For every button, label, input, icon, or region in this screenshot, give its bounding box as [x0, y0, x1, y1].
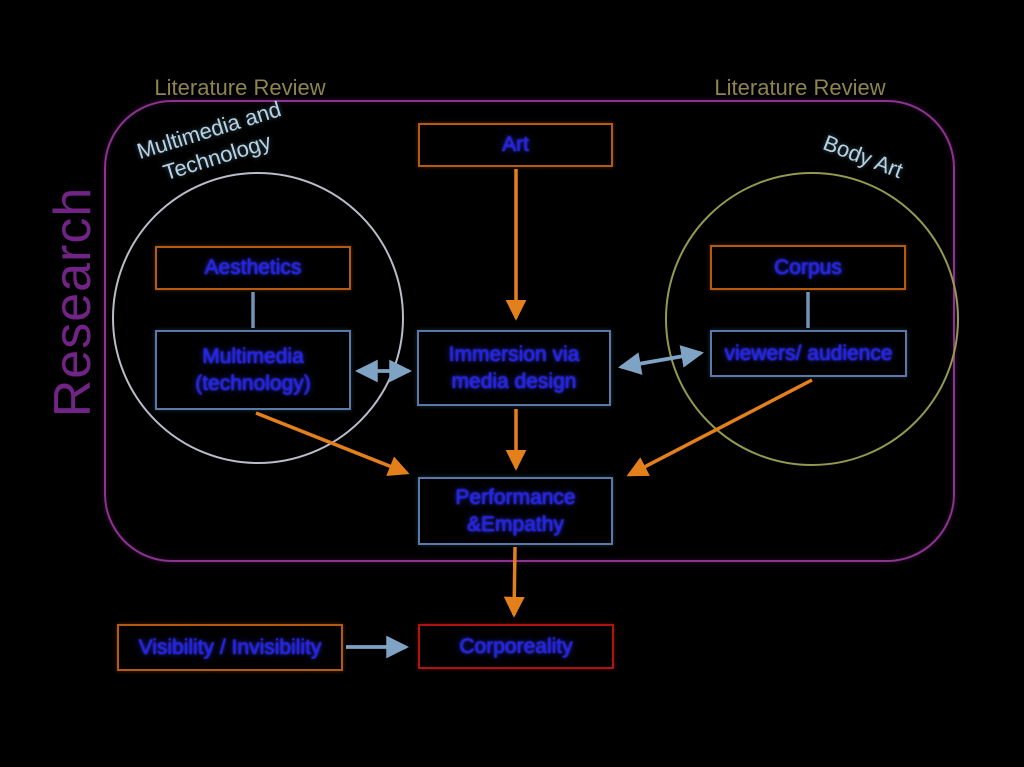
node-multimedia-technology: Multimedia (technology) — [155, 330, 351, 410]
literature-review-header-right: Literature Review — [714, 75, 886, 100]
node-aesthetics: Aesthetics — [155, 246, 351, 290]
node-art: Art — [418, 123, 613, 167]
node-visibility-invisibility: Visibility / Invisibility — [117, 624, 343, 671]
research-title: Research — [44, 186, 102, 418]
node-performance-empathy: Performance &Empathy — [418, 477, 613, 545]
literature-review-header-left: Literature Review — [154, 75, 326, 100]
body-art-cluster-circle — [665, 172, 959, 466]
node-viewers-audience: viewers/ audience — [710, 330, 907, 377]
multimedia-technology-cluster-circle — [112, 172, 404, 464]
node-immersion-via-media-design: Immersion via media design — [417, 330, 611, 406]
node-corpus: Corpus — [710, 245, 906, 290]
node-corporeality: Corporeality — [418, 624, 614, 669]
